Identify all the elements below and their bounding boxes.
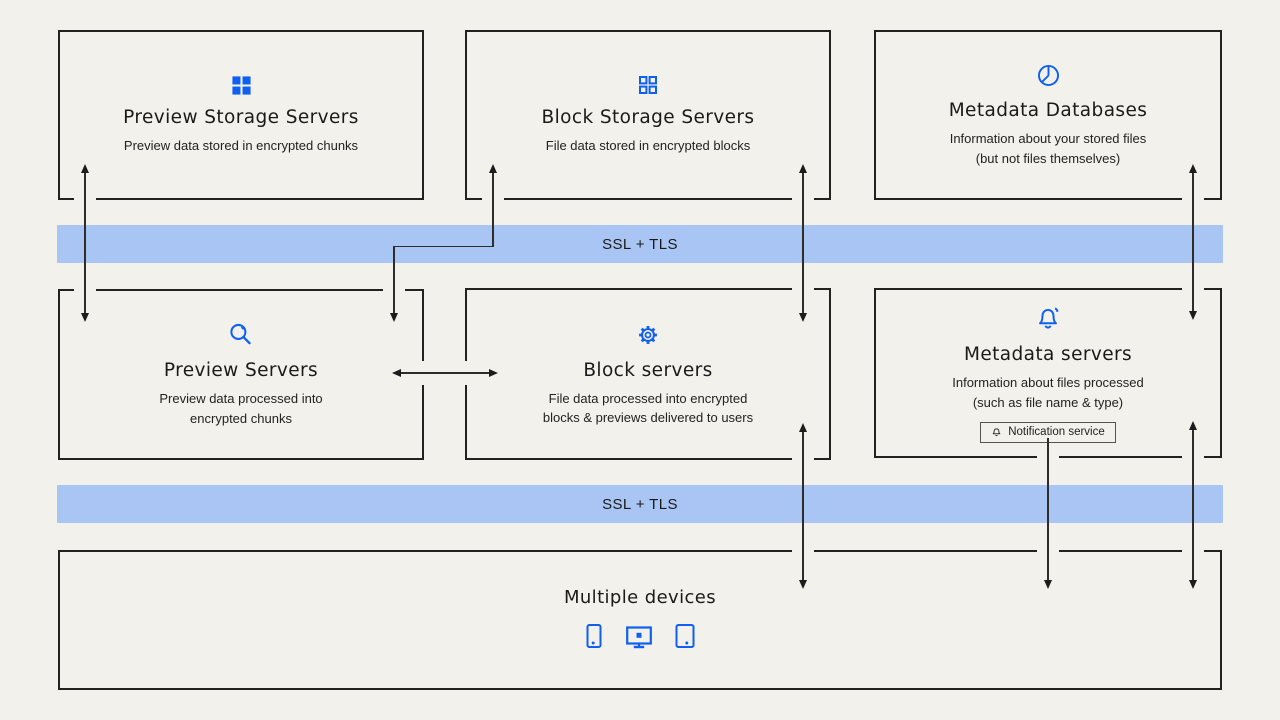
multiple-devices-box: Multiple devices	[58, 550, 1222, 690]
subtitle-line: (such as file name & type)	[972, 394, 1124, 410]
grid-filled-icon	[231, 75, 252, 96]
node-title: Preview Servers	[163, 360, 319, 381]
subtitle-line: blocks & previews delivered to users	[542, 410, 754, 425]
node-subtitle: Preview data stored in encrypted chunks	[123, 137, 359, 153]
connector-line	[492, 171, 494, 247]
node-subtitle: Information about your stored files (but…	[950, 129, 1147, 168]
arrowhead-down	[1043, 580, 1052, 589]
node-subtitle: File data processed into encrypted block…	[543, 389, 753, 428]
arrowhead-up	[488, 164, 497, 173]
ssl-tls-label: SSL + TLS	[602, 495, 678, 513]
node-title: Metadata servers	[963, 344, 1133, 365]
node-subtitle: Information about files processed (such …	[952, 373, 1144, 412]
ssl-tls-band-bottom: SSL + TLS	[57, 485, 1223, 523]
badge-label: Notification service	[1008, 426, 1105, 438]
subtitle-line: (but not files themselves)	[975, 150, 1121, 166]
preview-servers-box: Preview Servers Preview data processed i…	[58, 289, 424, 460]
device-icon-row	[583, 623, 697, 654]
node-title: Block servers	[583, 359, 713, 381]
subtitle-line: encrypted chunks	[190, 410, 292, 426]
connector-line	[1192, 171, 1194, 316]
connector-line	[84, 171, 86, 317]
ssl-tls-band-top: SSL + TLS	[57, 225, 1223, 263]
gear-icon	[634, 321, 662, 349]
tablet-icon	[673, 623, 697, 654]
subtitle-line: Information about files processed	[952, 375, 1144, 390]
connector-line	[1047, 438, 1049, 583]
arrowhead-up	[798, 423, 807, 432]
connector-line	[1192, 428, 1194, 583]
phone-icon	[583, 623, 605, 654]
subtitle-line: Preview data processed into	[159, 391, 323, 406]
arrowhead-down	[798, 313, 807, 322]
connector-line	[397, 372, 495, 374]
devices-title: Multiple devices	[563, 586, 717, 608]
arrowhead-down	[798, 580, 807, 589]
bell-icon	[1033, 303, 1063, 333]
arrowhead-left	[392, 368, 401, 377]
connector-line	[393, 245, 395, 318]
node-title: Block Storage Servers	[541, 107, 755, 129]
arrowhead-down	[80, 313, 89, 322]
arrowhead-up	[80, 164, 89, 173]
metadata-databases-box: Metadata Databases Information about you…	[874, 30, 1222, 200]
arrowhead-down	[1188, 580, 1197, 589]
subtitle-line: Information about your stored files	[949, 131, 1147, 146]
arrowhead-up	[1188, 164, 1197, 173]
connector-line	[802, 430, 804, 583]
monitor-icon	[625, 624, 653, 654]
connector-line	[802, 171, 804, 318]
notification-bell-icon	[991, 426, 1002, 438]
node-title: Preview Storage Servers	[123, 106, 359, 128]
magnifier-icon	[227, 321, 255, 349]
metadata-servers-box: Metadata servers Information about files…	[874, 288, 1222, 458]
node-subtitle: Preview data processed into encrypted ch…	[159, 389, 322, 428]
subtitle-line: File data processed into encrypted	[548, 390, 748, 406]
preview-storage-servers-box: Preview Storage Servers Preview data sto…	[58, 30, 424, 200]
pie-chart-icon	[1035, 62, 1062, 89]
block-servers-box: Block servers File data processed into e…	[465, 288, 831, 460]
ssl-tls-label: SSL + TLS	[602, 235, 678, 253]
arrowhead-down	[1188, 311, 1197, 320]
grid-outline-icon	[637, 74, 659, 96]
connector-line	[393, 245, 494, 247]
arrowhead-down	[389, 313, 398, 322]
node-subtitle: File data stored in encrypted blocks	[545, 138, 751, 154]
arrowhead-up	[1188, 421, 1197, 430]
arrowhead-right	[489, 368, 498, 377]
block-storage-servers-box: Block Storage Servers File data stored i…	[465, 30, 831, 200]
node-title: Metadata Databases	[948, 100, 1148, 121]
arrowhead-up	[798, 164, 807, 173]
